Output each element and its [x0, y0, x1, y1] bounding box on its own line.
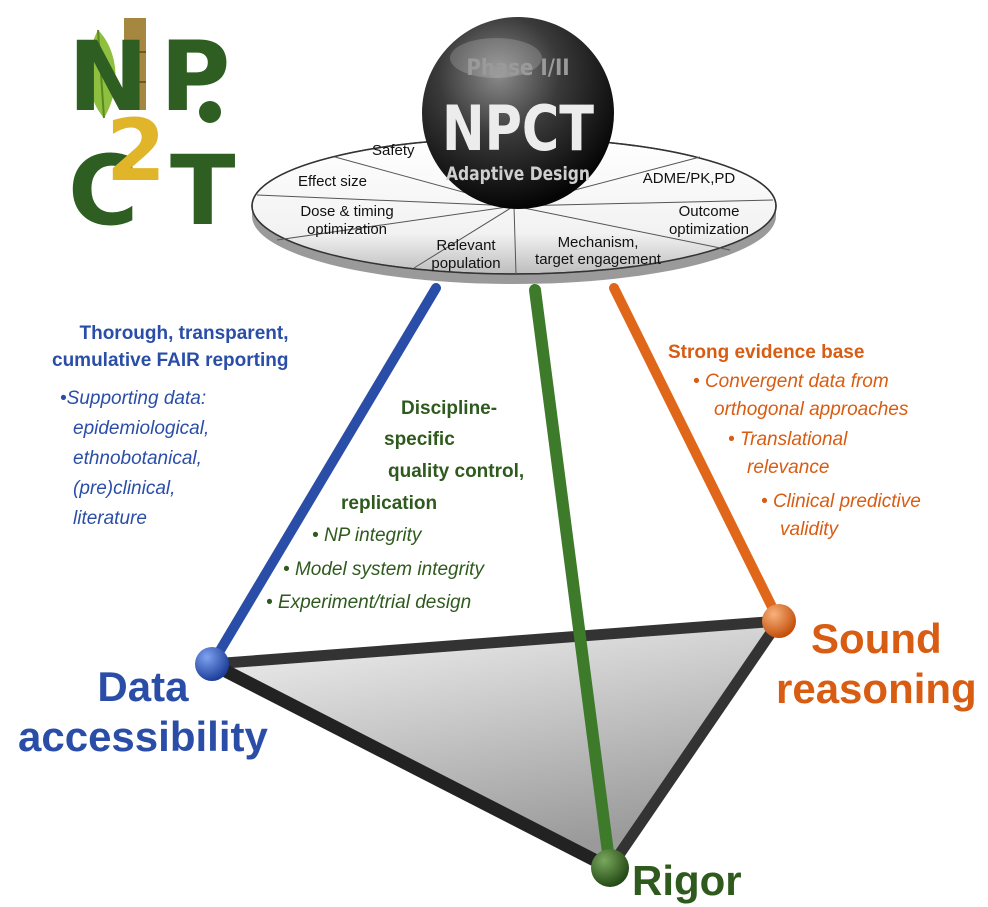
npct-sphere: [422, 17, 614, 209]
list-item: ethnobotanical,: [73, 448, 202, 469]
list-item: • Clinical predictive: [761, 488, 921, 516]
list-item: • Experiment/trial design: [266, 592, 471, 614]
bullet: •: [60, 388, 67, 409]
logo-letter-n: N: [68, 21, 148, 133]
bullet: •: [693, 371, 700, 392]
bullet: •: [266, 592, 273, 613]
vertex-label-line: Data: [97, 663, 189, 710]
list-item-text: Experiment/trial design: [277, 592, 472, 613]
edge-data-reasoning: [206, 615, 785, 670]
list-item-text: Supporting data:: [66, 388, 207, 409]
disc-label-outcome: Outcome: [679, 203, 740, 220]
edge-reasoning-rigor: [604, 615, 785, 874]
disc-label-dose-timing: Dose & timing: [300, 203, 393, 220]
disc-label-target-engagement: target engagement: [535, 251, 662, 268]
base-triangle: [212, 621, 779, 868]
bamboo-icon: [124, 18, 146, 110]
data-access-list: •Supporting data: epidemiological, ethno…: [60, 384, 209, 534]
vertex-label-data-accessibility: Data accessibility: [18, 662, 268, 762]
person-head-icon: [199, 101, 221, 123]
sphere-npct-label: NPCT: [442, 92, 594, 165]
sphere-subtitle: Adaptive Design: [446, 163, 590, 185]
disc-label-outcome-optimization: optimization: [669, 221, 749, 238]
vertex-label-rigor: Rigor: [632, 857, 742, 904]
list-item: literature: [73, 508, 147, 529]
green-pillar: [529, 284, 616, 874]
disc-label-population: population: [431, 255, 500, 272]
edge-data-rigor: [205, 657, 617, 875]
reasoning-heading: Strong evidence base: [668, 342, 865, 363]
bullet: •: [728, 429, 735, 450]
data-access-heading-line: cumulative FAIR reporting: [52, 350, 289, 371]
vertex-label-line: accessibility: [18, 713, 268, 760]
bullet: •: [761, 491, 768, 512]
list-item: orthogonal approaches: [714, 399, 909, 420]
list-item: (pre)clinical,: [73, 478, 176, 499]
bullet: •: [312, 525, 319, 546]
vertex-label-line: reasoning: [776, 665, 977, 712]
rigor-heading-1: Discipline-: [401, 398, 498, 419]
sound-reasoning-node: [762, 604, 796, 638]
list-item: relevance: [747, 457, 830, 478]
list-item: •Supporting data:: [60, 384, 209, 414]
disc-label-adme: ADME/PK,PD: [643, 170, 736, 187]
logo-letter-t: T: [170, 135, 235, 247]
list-item-text: Translational: [739, 429, 848, 450]
rigor-node: [591, 849, 629, 887]
logo-two: 2: [106, 101, 166, 201]
disc-label-dose-optimization: optimization: [307, 221, 387, 238]
list-item: • Model system integrity: [283, 559, 484, 581]
data-access-heading-line: Thorough, transparent,: [79, 323, 289, 344]
list-item-text: Convergent data from: [704, 371, 889, 392]
list-item: • Translational: [728, 426, 847, 454]
blue-pillar: [207, 283, 441, 669]
sphere-highlight: [450, 38, 542, 78]
vertex-label-line: Sound: [811, 615, 942, 662]
sphere-phase-label: Phase I/II: [466, 56, 569, 81]
logo-letter-c: C: [68, 135, 138, 247]
disc-label-mechanism: Mechanism,: [558, 234, 639, 251]
disc-label-relevant: Relevant: [436, 237, 496, 254]
list-item: validity: [780, 519, 839, 540]
disc-dividers: [256, 156, 774, 275]
np2ct-logo: N P C T 2: [68, 18, 235, 247]
list-item: epidemiological,: [73, 418, 210, 439]
rigor-heading-2: specific: [384, 429, 455, 450]
list-item-text: NP integrity: [323, 525, 422, 546]
rigor-heading-4: replication: [341, 493, 438, 514]
list-item: • Convergent data from: [693, 368, 889, 396]
orange-pillar: [609, 283, 784, 626]
vertex-label-sound-reasoning: Sound reasoning: [776, 614, 977, 714]
bullet: •: [283, 559, 290, 580]
list-item-text: Model system integrity: [294, 559, 484, 580]
data-access-heading: Thorough, transparent, cumulative FAIR r…: [52, 320, 288, 374]
rigor-heading-3: quality control,: [388, 461, 525, 482]
data-accessibility-node: [195, 647, 229, 681]
list-item: • NP integrity: [312, 525, 421, 547]
disc-label-safety: Safety: [372, 142, 415, 159]
list-item-text: Clinical predictive: [772, 491, 921, 512]
disc-label-effect-size: Effect size: [298, 173, 367, 190]
